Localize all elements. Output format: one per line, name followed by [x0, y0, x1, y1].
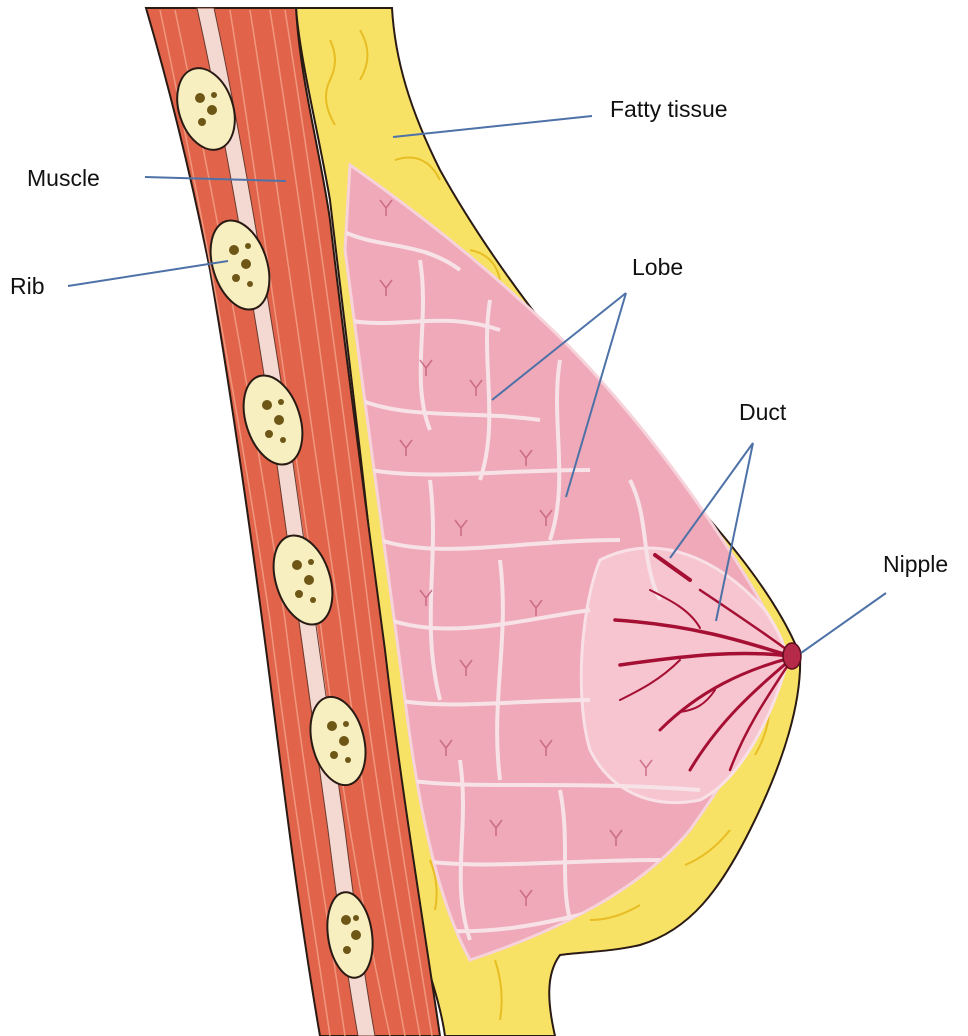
fatty-tissue-label: Fatty tissue — [610, 98, 728, 121]
nipple-label: Nipple — [883, 553, 948, 576]
nipple-shape — [783, 643, 801, 669]
muscle-label: Muscle — [27, 167, 100, 190]
duct-label: Duct — [739, 401, 786, 424]
nipple-leader — [801, 593, 886, 653]
rib-leader — [68, 261, 228, 286]
lobe-label: Lobe — [632, 256, 683, 279]
fatty-tissue-leader — [393, 116, 592, 137]
rib-label: Rib — [10, 275, 45, 298]
